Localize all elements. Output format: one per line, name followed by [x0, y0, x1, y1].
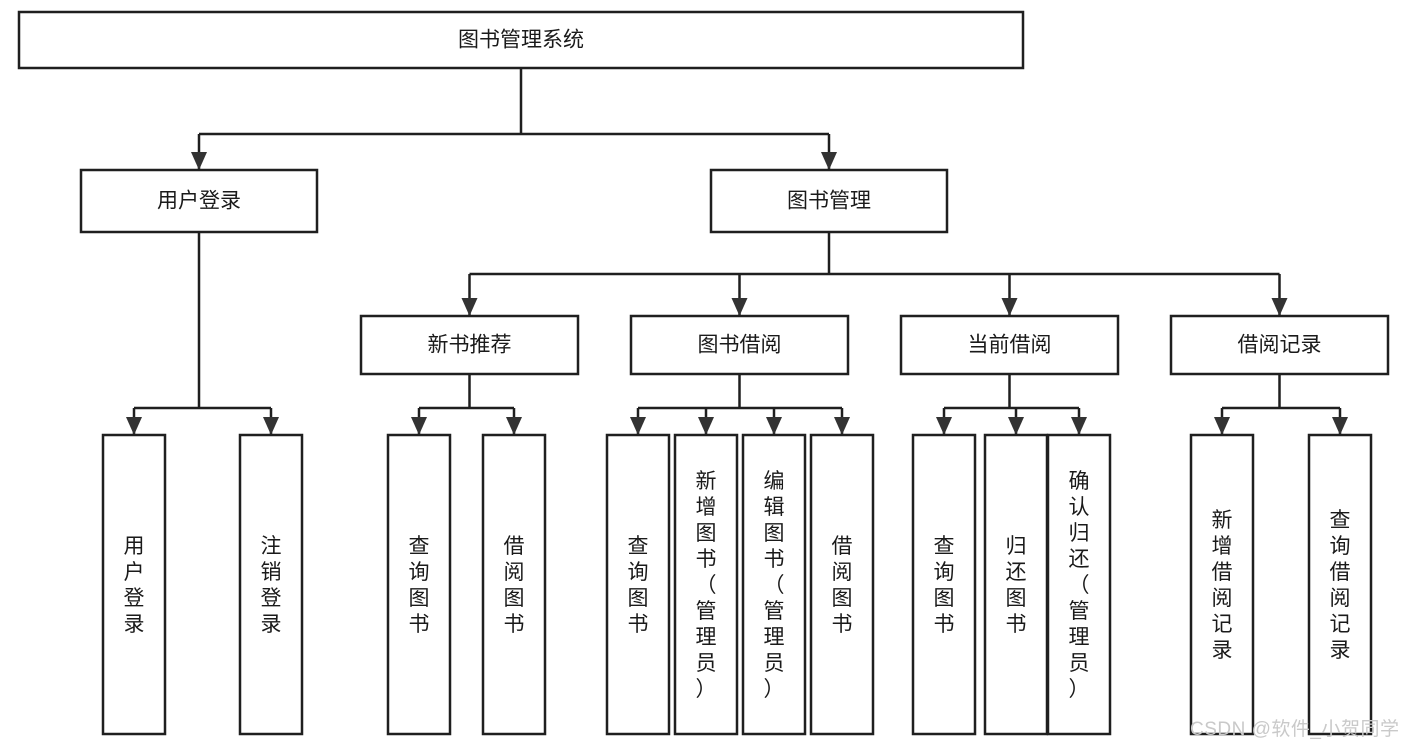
arrow-down-icon	[411, 417, 427, 435]
node-label-leaf-return-book: 归还图书	[1006, 535, 1027, 636]
node-borrow-record[interactable]: 借阅记录	[1169, 314, 1390, 376]
node-label-user-login: 用户登录	[157, 190, 241, 213]
node-rect-leaf-query-book-1[interactable]	[386, 433, 452, 736]
node-rect-leaf-confirm-return[interactable]	[1046, 433, 1112, 736]
node-leaf-user-login[interactable]: 用户登录	[101, 433, 167, 736]
arrow-down-icon	[461, 298, 478, 316]
node-label-book-manage: 图书管理	[787, 190, 871, 213]
arrow-down-icon	[936, 417, 952, 435]
node-rect-leaf-query-book-3[interactable]	[911, 433, 977, 736]
node-leaf-query-book-1[interactable]: 查询图书	[386, 433, 452, 736]
connector-lines	[126, 68, 1348, 435]
node-rect-leaf-user-login[interactable]	[101, 433, 167, 736]
arrow-down-icon	[766, 417, 782, 435]
arrow-down-icon	[1332, 417, 1348, 435]
node-label-leaf-confirm-return: 确认归还（管理员）	[1069, 470, 1090, 701]
arrow-down-icon	[1214, 417, 1230, 435]
node-label-leaf-borrow-book-2: 借阅图书	[832, 535, 853, 636]
node-new-book-recommend[interactable]: 新书推荐	[359, 314, 580, 376]
node-leaf-user-logout[interactable]: 注销登录	[238, 433, 304, 736]
csdn-watermark: CSDN @软件_小贺同学	[1190, 719, 1400, 740]
arrow-down-icon	[731, 298, 748, 316]
arrow-down-icon	[506, 417, 522, 435]
node-user-login[interactable]: 用户登录	[79, 168, 319, 234]
arrow-down-icon	[1071, 417, 1087, 435]
node-rect-leaf-return-book[interactable]	[983, 433, 1049, 736]
node-label-leaf-edit-book: 编辑图书（管理员）	[764, 470, 785, 701]
node-label-leaf-user-logout: 注销登录	[261, 535, 282, 636]
arrow-down-icon	[1008, 417, 1024, 435]
node-rect-leaf-query-book-2[interactable]	[605, 433, 671, 736]
node-leaf-confirm-return[interactable]: 确认归还（管理员）	[1046, 433, 1112, 736]
arrow-down-icon	[834, 417, 850, 435]
node-book-manage[interactable]: 图书管理	[709, 168, 949, 234]
arrow-down-icon	[1001, 298, 1018, 316]
node-rect-leaf-query-borrow-record[interactable]	[1307, 433, 1373, 736]
node-label-leaf-query-book-1: 查询图书	[409, 535, 430, 636]
node-leaf-borrow-book-2[interactable]: 借阅图书	[809, 433, 875, 736]
node-leaf-borrow-book-1[interactable]: 借阅图书	[481, 433, 547, 736]
node-rect-book-manage[interactable]	[709, 168, 949, 234]
arrow-down-icon	[191, 152, 207, 170]
node-label-book-borrow: 图书借阅	[698, 334, 782, 357]
node-rect-user-login[interactable]	[79, 168, 319, 234]
node-label-new-book-recommend: 新书推荐	[428, 334, 512, 357]
node-rect-leaf-user-logout[interactable]	[238, 433, 304, 736]
node-rect-root[interactable]	[17, 10, 1025, 70]
node-leaf-query-borrow-record[interactable]: 查询借阅记录	[1307, 433, 1373, 736]
node-rect-leaf-edit-book[interactable]	[741, 433, 807, 736]
node-rect-new-book-recommend[interactable]	[359, 314, 580, 376]
node-label-leaf-query-book-3: 查询图书	[934, 535, 955, 636]
node-rect-leaf-add-book[interactable]	[673, 433, 739, 736]
arrow-down-icon	[821, 152, 837, 170]
node-rect-book-borrow[interactable]	[629, 314, 850, 376]
node-label-borrow-record: 借阅记录	[1238, 334, 1322, 357]
node-rect-current-borrow[interactable]	[899, 314, 1120, 376]
node-rect-borrow-record[interactable]	[1169, 314, 1390, 376]
node-label-leaf-add-borrow-record: 新增借阅记录	[1212, 509, 1233, 662]
node-book-borrow[interactable]: 图书借阅	[629, 314, 850, 376]
node-leaf-query-book-2[interactable]: 查询图书	[605, 433, 671, 736]
node-leaf-add-borrow-record[interactable]: 新增借阅记录	[1189, 433, 1255, 736]
arrow-down-icon	[698, 417, 714, 435]
node-label-leaf-query-borrow-record: 查询借阅记录	[1330, 509, 1351, 662]
node-root[interactable]: 图书管理系统	[17, 10, 1025, 70]
node-label-leaf-add-book: 新增图书（管理员）	[696, 470, 717, 701]
node-leaf-return-book[interactable]: 归还图书	[983, 433, 1049, 736]
node-current-borrow[interactable]: 当前借阅	[899, 314, 1120, 376]
arrow-down-icon	[263, 417, 279, 435]
node-label-leaf-query-book-2: 查询图书	[628, 535, 649, 636]
arrow-down-icon	[1271, 298, 1288, 316]
node-label-leaf-user-login: 用户登录	[124, 535, 145, 636]
node-boxes: 图书管理系统用户登录图书管理新书推荐图书借阅当前借阅借阅记录用户登录注销登录查询…	[17, 10, 1390, 736]
node-leaf-query-book-3[interactable]: 查询图书	[911, 433, 977, 736]
arrow-down-icon	[126, 417, 142, 435]
node-leaf-edit-book[interactable]: 编辑图书（管理员）	[741, 433, 807, 736]
node-rect-leaf-borrow-book-1[interactable]	[481, 433, 547, 736]
node-label-current-borrow: 当前借阅	[968, 334, 1052, 357]
node-rect-leaf-borrow-book-2[interactable]	[809, 433, 875, 736]
node-leaf-add-book[interactable]: 新增图书（管理员）	[673, 433, 739, 736]
node-label-leaf-borrow-book-1: 借阅图书	[504, 535, 525, 636]
node-label-root: 图书管理系统	[458, 29, 584, 52]
node-rect-leaf-add-borrow-record[interactable]	[1189, 433, 1255, 736]
arrow-down-icon	[630, 417, 646, 435]
